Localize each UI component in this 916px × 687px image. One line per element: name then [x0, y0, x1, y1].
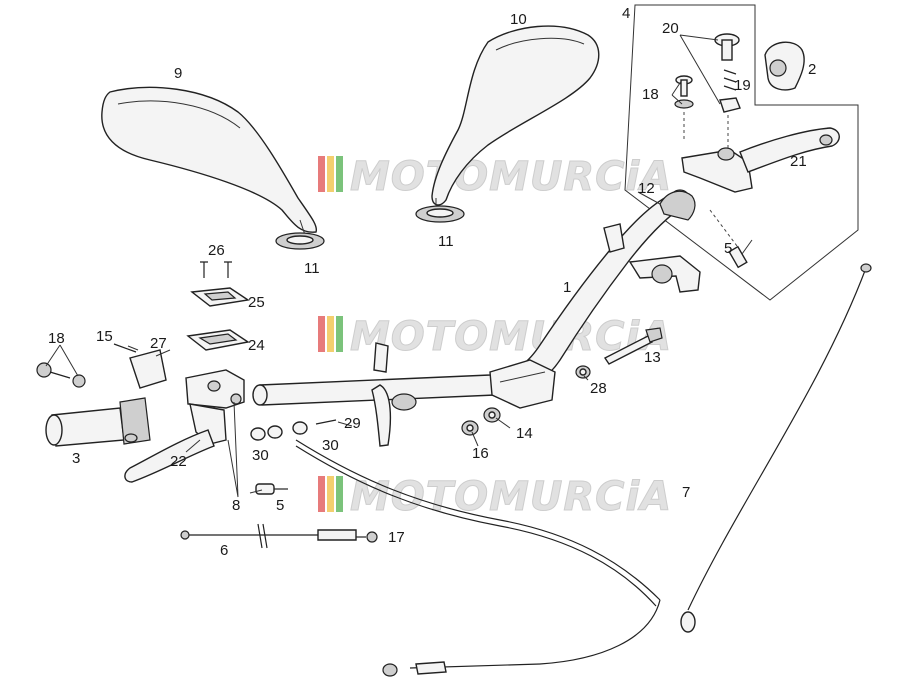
label-30-right: 30 — [322, 437, 339, 454]
spacer-2 — [764, 41, 805, 91]
assembly-box-4 — [624, 4, 859, 301]
nut-28 — [575, 365, 591, 379]
label-11-left: 11 — [304, 260, 320, 277]
grip-right — [659, 190, 696, 221]
label-8: 8 — [232, 497, 240, 514]
label-20: 20 — [662, 20, 679, 37]
brake-hose-7 — [295, 263, 872, 677]
watermark-top: MOTOMURCiA — [318, 154, 672, 201]
label-17: 17 — [388, 529, 405, 546]
grip-left — [45, 397, 151, 447]
label-10: 10 — [510, 11, 527, 28]
screw-18-left — [36, 362, 86, 388]
screws-26 — [200, 261, 232, 278]
label-28: 28 — [590, 380, 607, 397]
label-5-left: 5 — [276, 497, 284, 514]
label-15: 15 — [96, 328, 113, 345]
leader-lines — [45, 34, 753, 498]
label-18-left: 18 — [48, 330, 65, 347]
gasket-24 — [186, 329, 250, 351]
label-27: 27 — [150, 335, 167, 352]
mirror-right — [415, 25, 600, 223]
label-29: 29 — [344, 415, 361, 432]
label-14: 14 — [516, 425, 533, 442]
switch-5-right — [709, 209, 748, 269]
watermark-text-bottom: MOTOMURCiA — [350, 474, 672, 520]
label-1: 1 — [563, 279, 571, 296]
label-5-right: 5 — [724, 240, 732, 257]
label-9: 9 — [174, 65, 182, 82]
washers-30 — [250, 421, 308, 441]
label-12: 12 — [638, 180, 655, 197]
screw-assembly-20 — [714, 33, 741, 113]
bolt-13 — [603, 327, 663, 365]
nut-14 — [483, 407, 501, 423]
watermark-bottom: MOTOMURCiA — [318, 474, 672, 521]
label-21: 21 — [790, 153, 807, 170]
cable-6 — [180, 523, 357, 549]
label-3: 3 — [72, 450, 80, 467]
label-26: 26 — [208, 242, 225, 259]
screw-29 — [315, 419, 337, 425]
mirror-left — [101, 86, 325, 250]
label-25: 25 — [248, 294, 265, 311]
label-18-right: 18 — [642, 86, 659, 103]
lever-assembly-right — [681, 127, 840, 193]
label-19: 19 — [734, 77, 751, 94]
label-24: 24 — [248, 337, 265, 354]
part-labels: 1 2 3 4 5 5 6 7 8 9 10 11 11 12 13 14 15… — [48, 5, 816, 559]
label-2: 2 — [808, 61, 816, 78]
label-4: 4 — [622, 5, 630, 22]
watermark-text-middle: MOTOMURCiA — [350, 314, 672, 360]
label-13: 13 — [644, 349, 661, 366]
label-22: 22 — [170, 453, 187, 470]
watermark-text-top: MOTOMURCiA — [350, 154, 672, 200]
label-11-right: 11 — [438, 233, 454, 250]
handlebar-tube — [252, 189, 701, 447]
screw-18-right — [674, 75, 694, 109]
switch-5-left — [255, 483, 288, 495]
watermark-middle: MOTOMURCiA — [318, 314, 672, 361]
cover-25 — [190, 287, 250, 307]
master-cylinder — [129, 349, 245, 445]
label-6: 6 — [220, 542, 228, 559]
nut-16 — [461, 420, 479, 436]
screw-15 — [113, 343, 137, 353]
label-16: 16 — [472, 445, 489, 462]
nut-17 — [356, 531, 378, 543]
lever-left — [124, 429, 215, 483]
label-30-left: 30 — [252, 447, 269, 464]
label-7: 7 — [682, 484, 690, 501]
